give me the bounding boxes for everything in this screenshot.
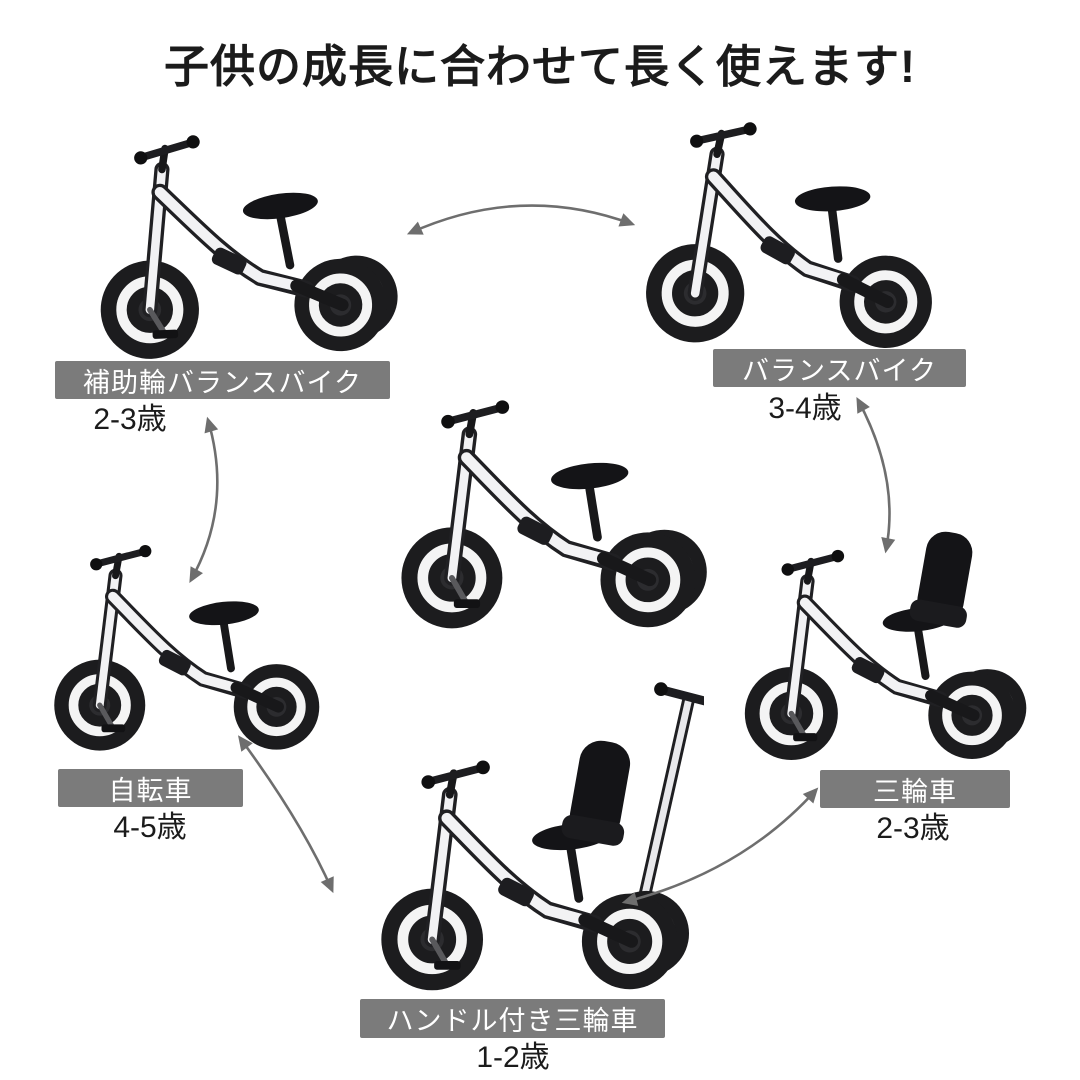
- bicycle-graphic: [28, 518, 343, 768]
- tricycle-image: [718, 524, 1040, 776]
- training-balance-bike-graphic: [70, 112, 410, 367]
- center-trike-image: [372, 378, 722, 640]
- mode-label-training-balance-bike: 補助輪バランスバイク: [55, 361, 390, 399]
- mode-label-push-handle-tricycle: ハンドル付き三輪車: [360, 999, 665, 1038]
- mode-label-tricycle: 三輪車: [820, 770, 1010, 808]
- age-bicycle: 4-5歳: [113, 811, 187, 844]
- balance-bike-graphic: [620, 102, 960, 357]
- age-tricycle: 2-3歳: [876, 812, 950, 845]
- mode-label-tricycle-text: 三輪車: [873, 776, 957, 807]
- push-handle-tricycle-image: [352, 652, 704, 1004]
- balance-bike-image: [620, 102, 960, 357]
- mode-label-push-handle-tricycle-text: ハンドル付き三輪車: [386, 1006, 639, 1036]
- page-title: 子供の成長に合わせて長く使えます!: [164, 41, 916, 92]
- mode-label-balance-bike-text: バランスバイク: [742, 355, 937, 386]
- push-handle-tricycle-graphic: [352, 682, 704, 1004]
- age-balance-bike: 3-4歳: [768, 392, 842, 425]
- curved-arrow-icon-top: [406, 204, 636, 235]
- center-trike-graphic: [372, 378, 722, 640]
- training-balance-bike-image: [70, 112, 410, 367]
- age-training-balance-bike: 2-3歳: [93, 403, 167, 436]
- age-push-handle-tricycle: 1-2歳: [476, 1041, 550, 1074]
- mode-label-training-balance-bike-text: 補助輪バランスバイク: [83, 367, 362, 398]
- mode-label-balance-bike: バランスバイク: [713, 349, 966, 387]
- mode-label-bicycle-text: 自転車: [108, 775, 193, 806]
- tricycle-graphic: [718, 527, 1040, 776]
- bicycle-image: [28, 518, 343, 768]
- mode-label-bicycle: 自転車: [58, 769, 243, 807]
